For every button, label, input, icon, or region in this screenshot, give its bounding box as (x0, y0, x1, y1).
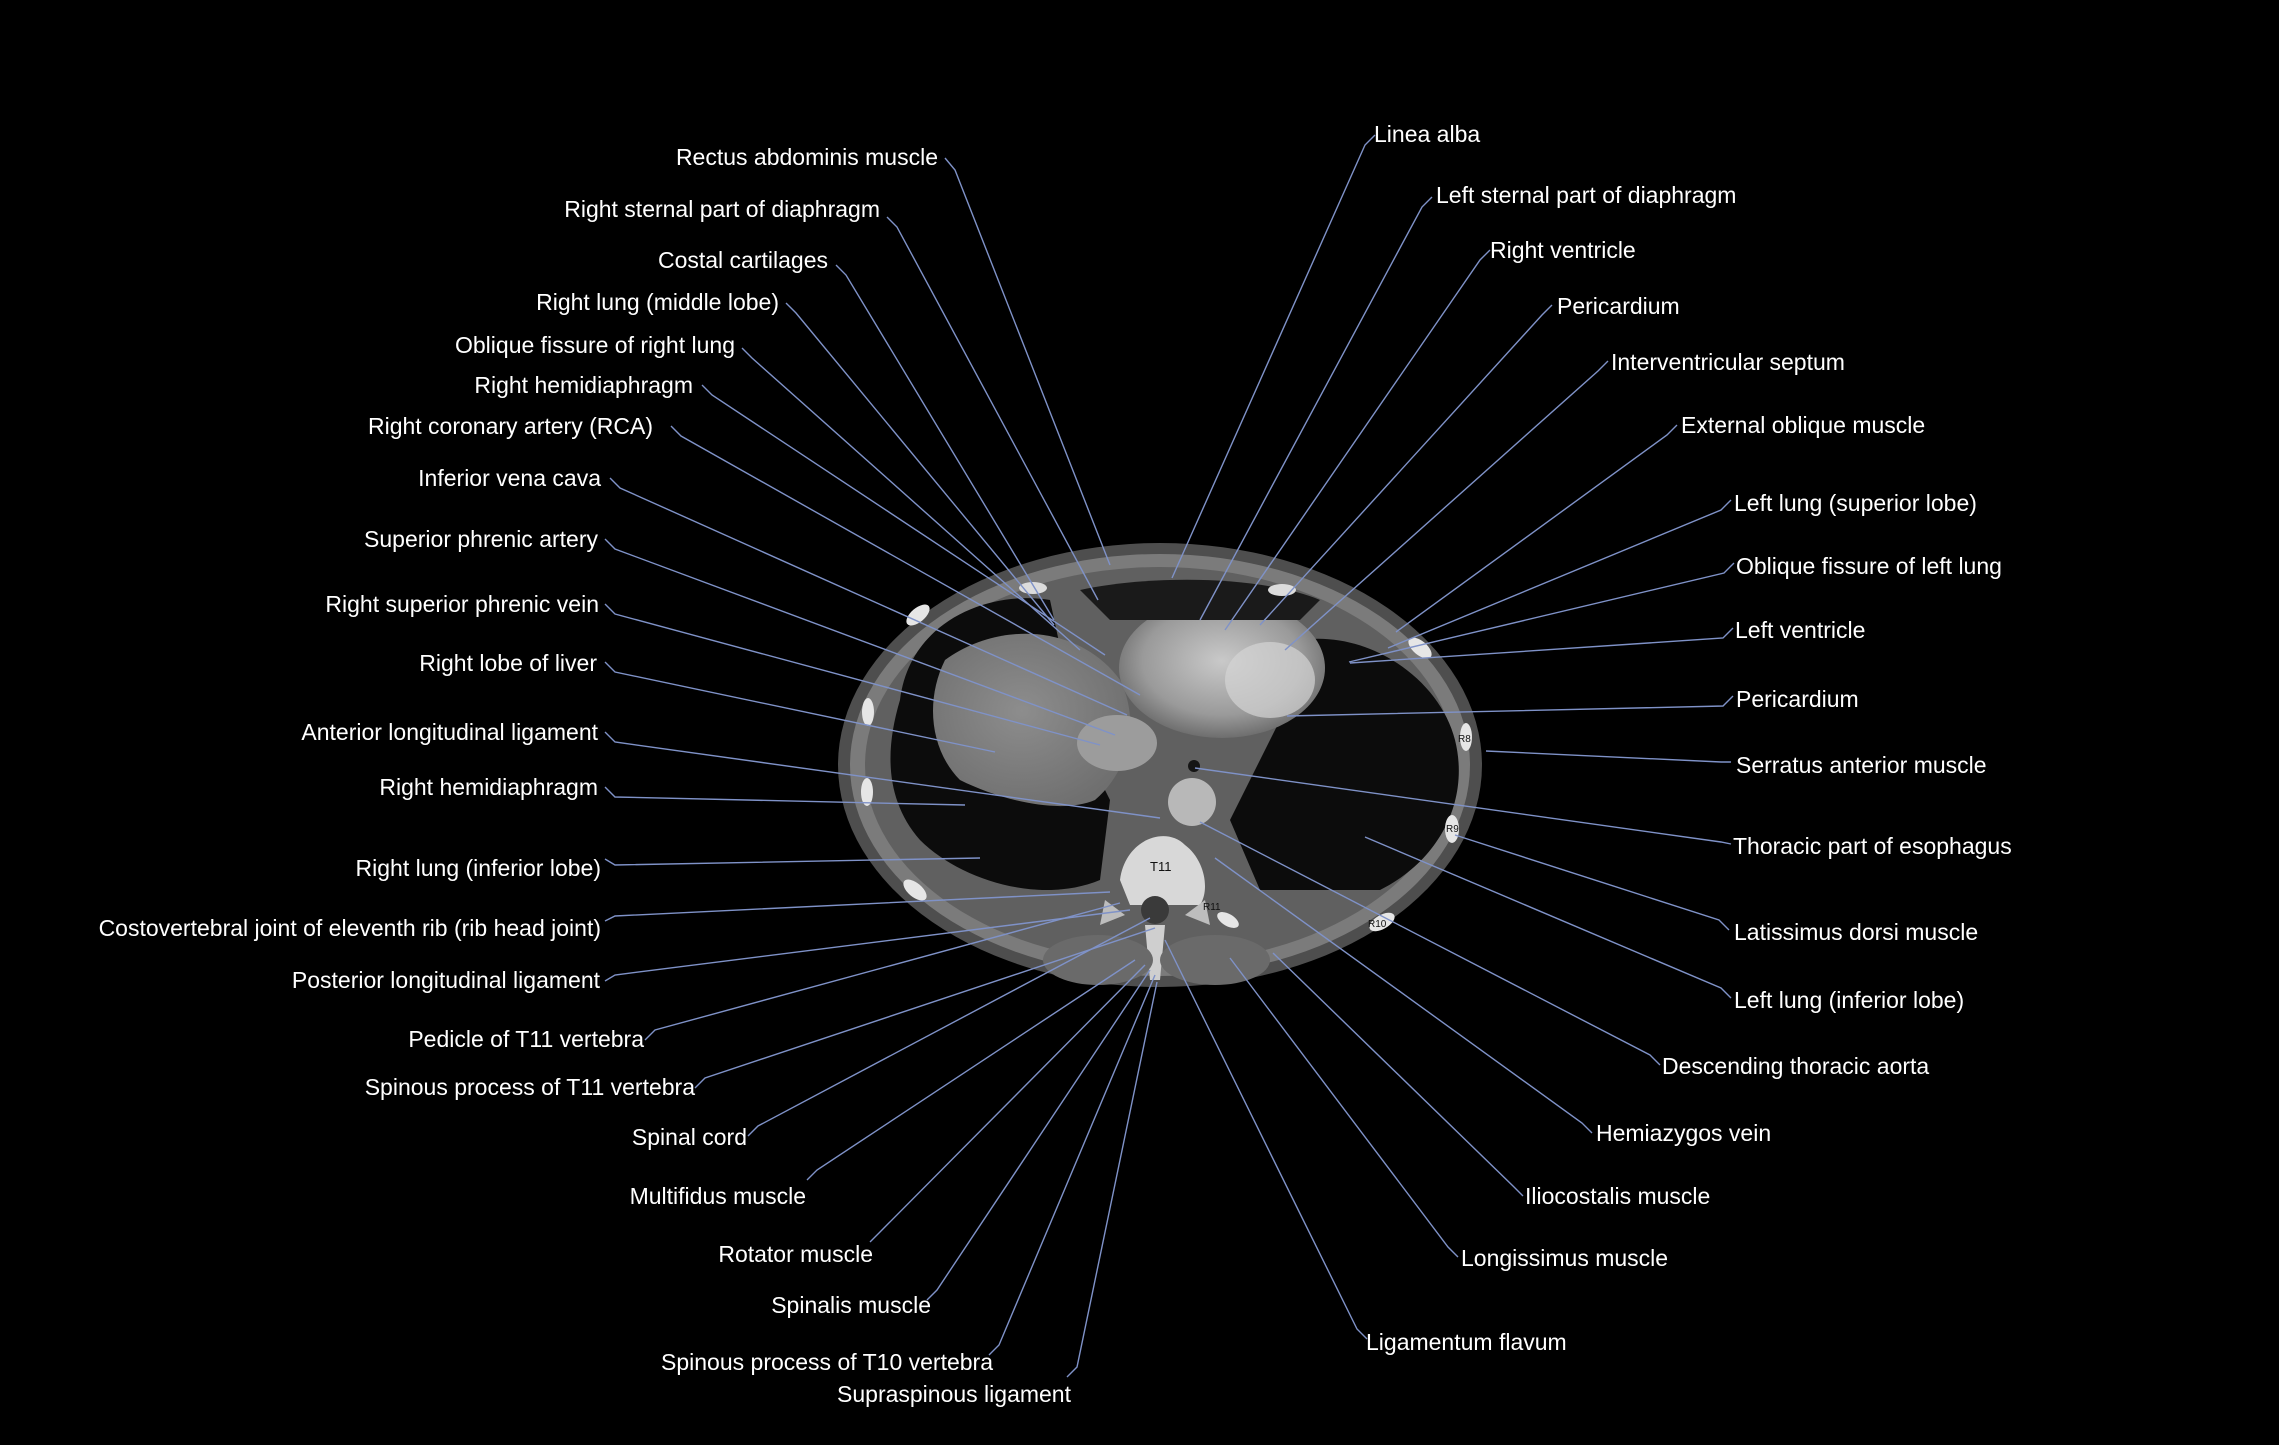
label-right-lung-inferior-lobe: Right lung (inferior lobe) (356, 855, 601, 881)
label-spinous-process-t10: Spinous process of T10 vertebra (661, 1349, 993, 1375)
label-oblique-fissure-of-left-lung: Oblique fissure of left lung (1736, 553, 2002, 579)
label-right-superior-phrenic-vein: Right superior phrenic vein (325, 591, 599, 617)
label-right-lobe-of-liver: Right lobe of liver (419, 650, 597, 676)
label-left-sternal-part-of-diaphragm: Left sternal part of diaphragm (1436, 182, 1736, 208)
label-interventricular-septum: Interventricular septum (1611, 349, 1845, 375)
vertebra-t11 (1120, 836, 1205, 905)
leader-lines (604, 134, 1735, 1378)
label-anterior-longitudinal-ligament: Anterior longitudinal ligament (301, 719, 598, 745)
ivc-region (1077, 715, 1157, 771)
label-left-lung-superior-lobe: Left lung (superior lobe) (1734, 490, 1977, 516)
label-right-hemidiaphragm: Right hemidiaphragm (474, 372, 693, 398)
label-left-ventricle: Left ventricle (1735, 617, 1865, 643)
label-hemiazygos-vein: Hemiazygos vein (1596, 1120, 1771, 1146)
label-multifidus-muscle: Multifidus muscle (630, 1183, 806, 1209)
ct-body-section: T11 R8 R9 R10 R11 (838, 543, 1482, 987)
label-inferior-vena-cava: Inferior vena cava (418, 465, 601, 491)
label-iliocostalis-muscle: Iliocostalis muscle (1525, 1183, 1710, 1209)
rib-tag: R9 (1446, 824, 1459, 835)
label-supraspinous-ligament: Supraspinous ligament (837, 1381, 1072, 1407)
label-posterior-longitudinal-ligament: Posterior longitudinal ligament (292, 967, 601, 993)
label-longissimus-muscle: Longissimus muscle (1461, 1245, 1668, 1271)
rib-tag: R10 (1368, 919, 1387, 930)
label-spinal-cord: Spinal cord (632, 1124, 747, 1150)
label-descending-thoracic-aorta: Descending thoracic aorta (1662, 1053, 1929, 1079)
label-pedicle-of-t11: Pedicle of T11 vertebra (408, 1026, 644, 1052)
label-left-lung-inferior-lobe: Left lung (inferior lobe) (1734, 987, 1964, 1013)
rib-tag: R8 (1458, 734, 1471, 745)
label-rotator-muscle: Rotator muscle (718, 1241, 873, 1267)
label-costovertebral-joint: Costovertebral joint of eleventh rib (ri… (99, 915, 601, 941)
label-pericardium-upper: Pericardium (1557, 293, 1680, 319)
label-right-coronary-artery: Right coronary artery (RCA) (368, 413, 653, 439)
label-right-hemidiaphragm-lower: Right hemidiaphragm (379, 774, 598, 800)
label-oblique-fissure-of-right-lung: Oblique fissure of right lung (455, 332, 735, 358)
label-linea-alba: Linea alba (1374, 121, 1480, 147)
labels-left: Rectus abdominis muscle Right sternal pa… (99, 144, 1072, 1407)
liver-region (933, 633, 1131, 807)
label-ligamentum-flavum: Ligamentum flavum (1366, 1329, 1567, 1355)
label-superior-phrenic-artery: Superior phrenic artery (364, 526, 598, 552)
label-right-lung-middle-lobe: Right lung (middle lobe) (536, 289, 779, 315)
label-right-ventricle: Right ventricle (1490, 237, 1636, 263)
label-spinous-process-t11: Spinous process of T11 vertebra (365, 1074, 695, 1100)
label-right-sternal-part-of-diaphragm: Right sternal part of diaphragm (564, 196, 880, 222)
aorta-region (1168, 778, 1216, 826)
label-rectus-abdominis-muscle: Rectus abdominis muscle (676, 144, 938, 170)
label-spinalis-muscle: Spinalis muscle (771, 1292, 931, 1318)
label-serratus-anterior-muscle: Serratus anterior muscle (1736, 752, 1987, 778)
label-latissimus-dorsi-muscle: Latissimus dorsi muscle (1734, 919, 1978, 945)
labels-right: Linea alba Left sternal part of diaphrag… (1366, 121, 2012, 1355)
label-thoracic-esophagus: Thoracic part of esophagus (1733, 833, 2012, 859)
label-costal-cartilages: Costal cartilages (658, 247, 828, 273)
label-pericardium-lower: Pericardium (1736, 686, 1859, 712)
rib-tag: R11 (1203, 902, 1221, 913)
label-external-oblique-muscle: External oblique muscle (1681, 412, 1925, 438)
vertebra-tag: T11 (1150, 859, 1171, 874)
